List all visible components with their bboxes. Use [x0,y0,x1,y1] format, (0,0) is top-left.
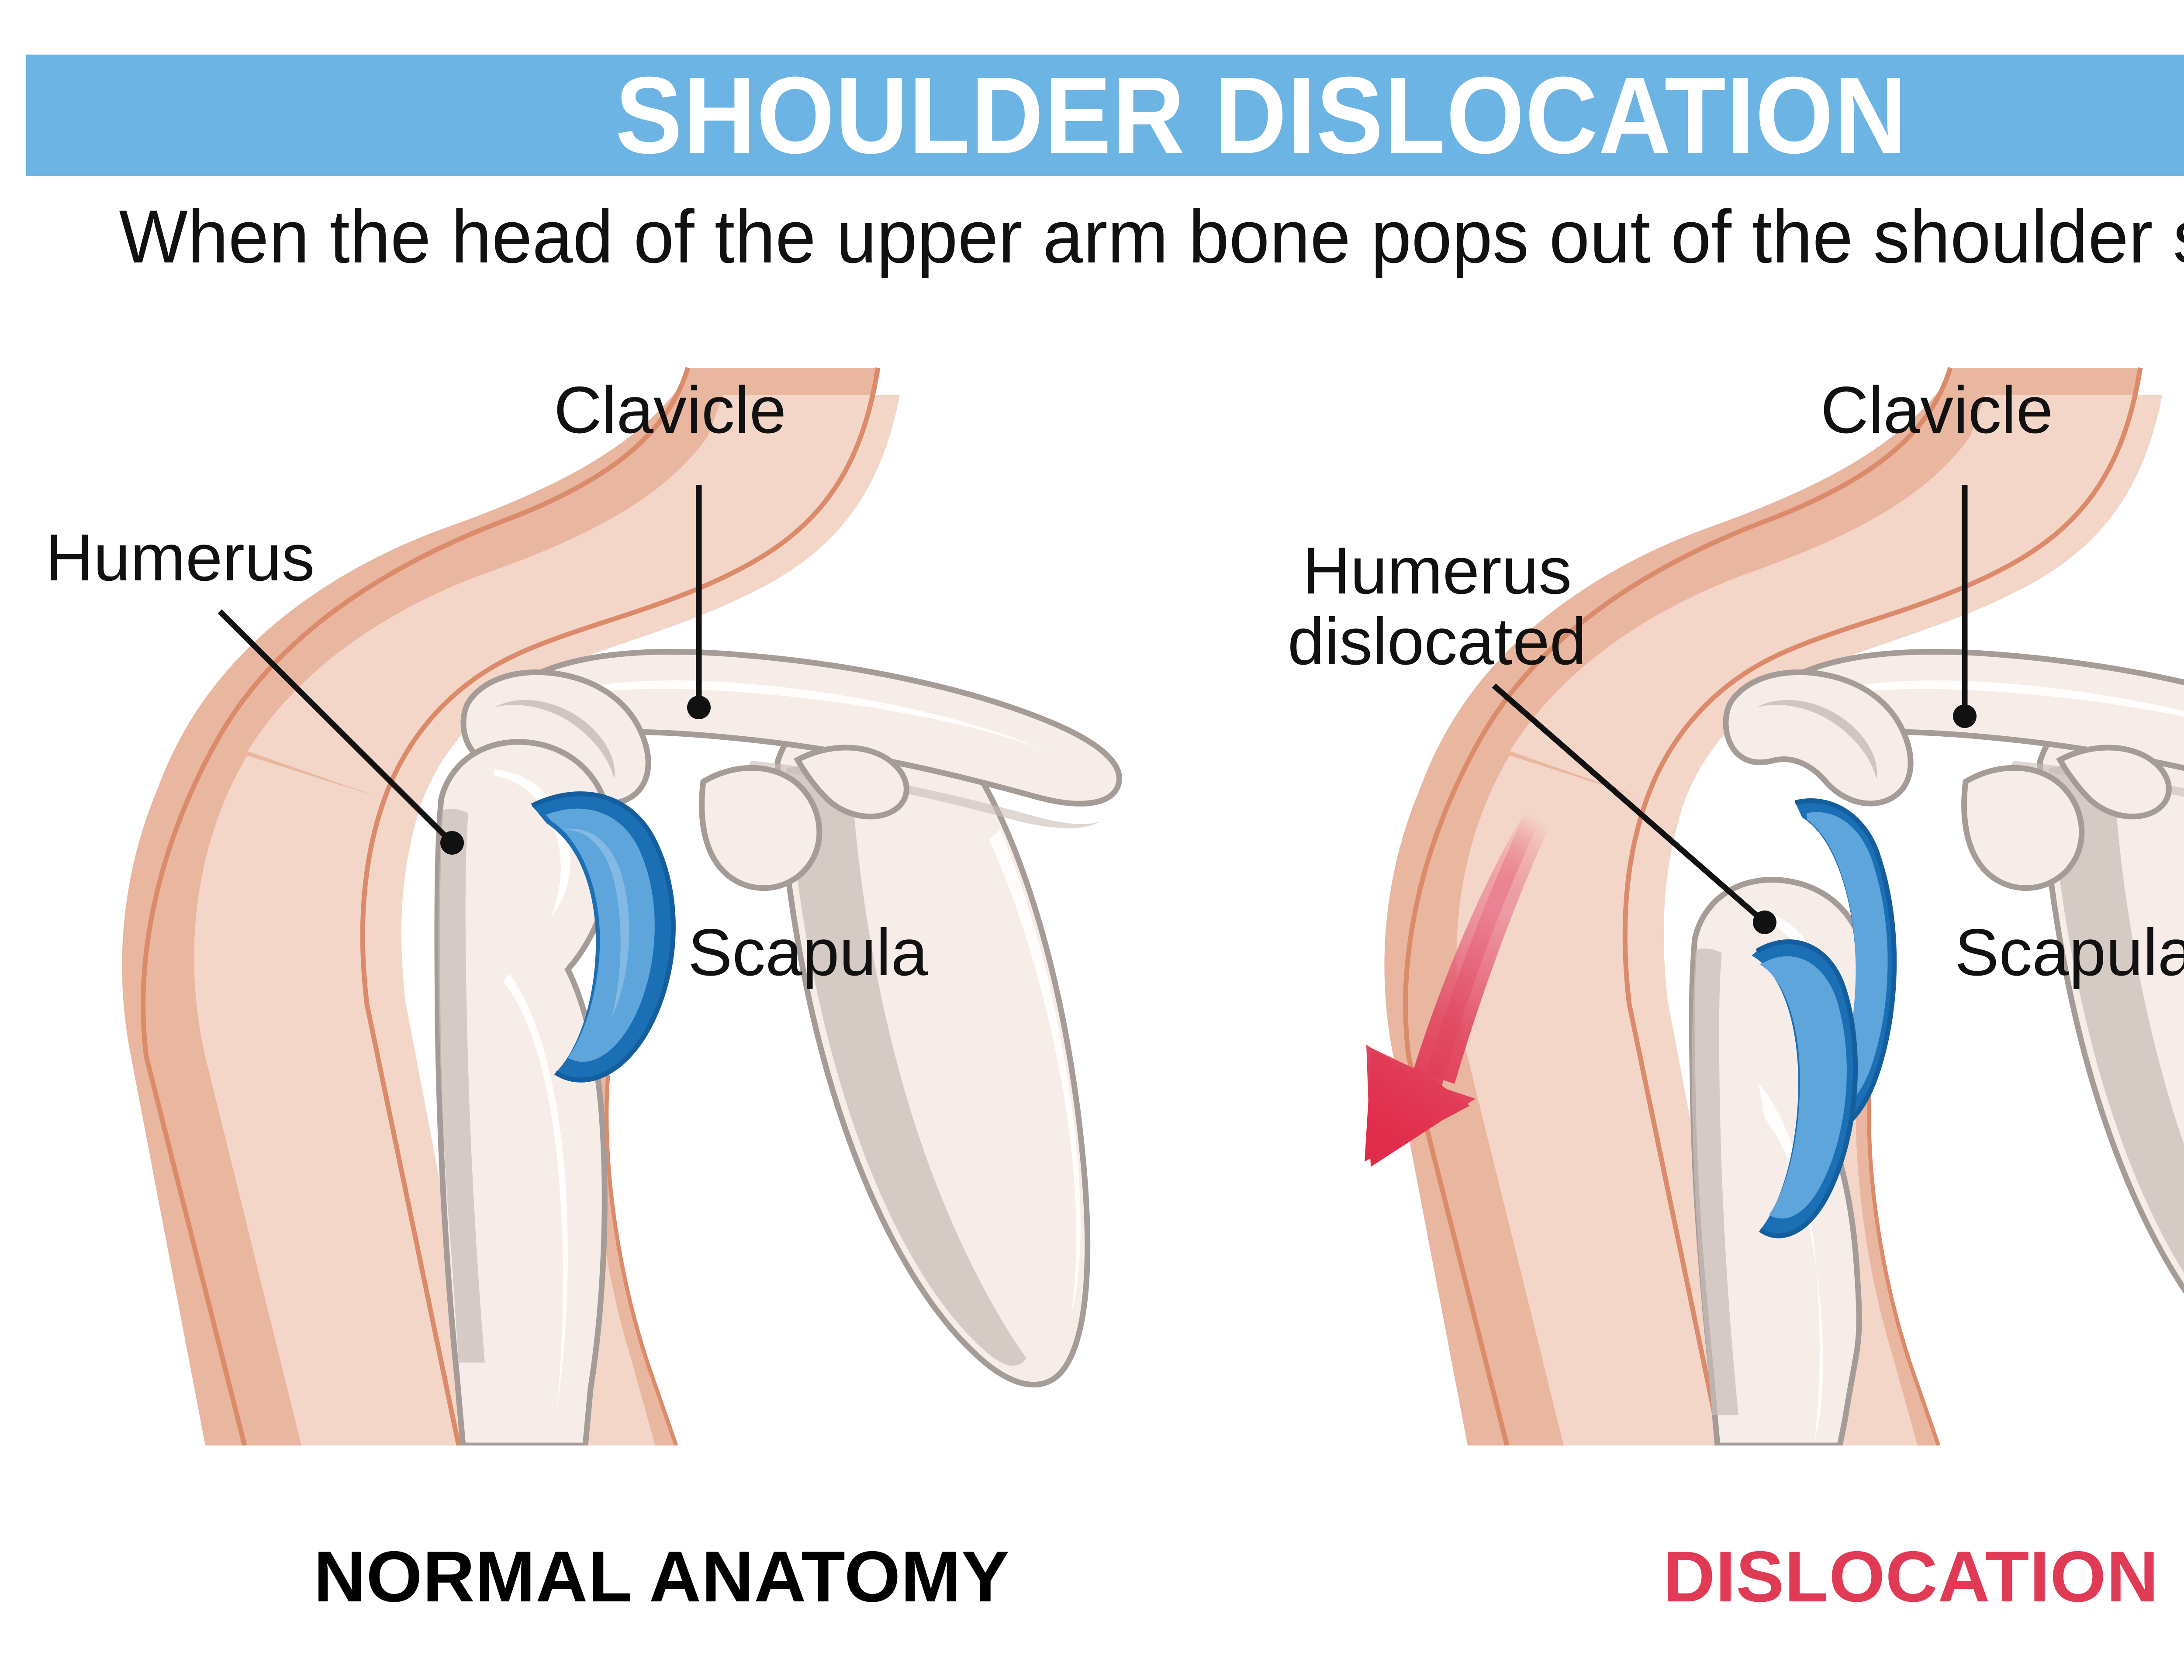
humerus-shaft-highlight-right [1759,1083,1823,1441]
skin-outer-right [1393,368,2184,1445]
humerus-shaft-highlight-left [503,974,568,1411]
label-humerus-dislocated-line2: dislocated [1287,604,1587,679]
humerus-shadow-left [438,809,485,1363]
arm-inner-right [1456,755,1752,1445]
humerus-leader-dot-left [440,831,464,855]
humerus-dislocated-leader-dot [1753,911,1776,934]
coracoid-left [699,765,822,891]
label-scapula-left: Scapula [688,915,928,990]
cartilage-outer-right-upper [1795,800,1894,1133]
cartilage-outline-left [531,791,676,1083]
clavicle-leader-dot-left [687,696,711,719]
cartilage-outer-left [532,793,674,1080]
humerus-left [434,739,615,1445]
cartilage-outline-right-lower [1755,939,1858,1238]
humerus-shadow-right [1692,949,1738,1415]
clavicle-left [487,649,1122,807]
scapula-shading-right [2049,765,2184,1273]
forearm-outer-right [1742,1066,1937,1445]
cartilage-inner-right-lower [1759,956,1847,1219]
clavicle-right [1749,649,2184,771]
scapula-highlight-left [989,830,1081,1314]
clavicle-shadow-right [2009,761,2184,797]
acromion-right [1723,669,1914,807]
panel-dislocation [1384,367,2184,1445]
acromion-shading-right [1757,700,1877,779]
humerus-dislocated-leader-line [1492,683,1767,925]
clavicle-highlight-right [1808,680,2184,717]
caption-normal-anatomy: NORMAL ANATOMY [314,1536,1010,1617]
acromion-shading-left [494,700,615,779]
humerus-dislocated-right [1689,877,1871,1445]
skin-outline-left-forearm-a [477,1065,518,1445]
arm-inner-left [194,755,490,1445]
label-clavicle-left: Clavicle [554,373,787,447]
humerus-highlight-right [1748,908,1825,1059]
scapula-body-left [774,697,1091,1388]
skin-outline-left-torso [360,367,881,1445]
cartilage-outer-right-lower [1752,942,1856,1236]
label-humerus-dislocated-line1: Humerus [1302,534,1572,608]
arm-outer-left [122,730,463,1445]
acromion-left [460,669,651,807]
subtitle-text: When the head of the upper arm bone pops… [119,195,2184,279]
cartilage-inner-right-upper [1807,812,1888,1111]
clavicle-shadow-left [747,761,1101,828]
glenoid-neck-left [793,745,909,820]
scapula-shading-left [786,765,1026,1366]
forearm-inner-left [498,1078,655,1445]
clavicle-highlight-left [546,680,1048,752]
skin-outline-right-forearm-b [1867,1075,1941,1445]
caption-dislocation: DISLOCATION [1663,1536,2159,1617]
label-scapula-right: Scapula [1955,915,2184,990]
skin-outline-right-torso [1622,367,2143,1445]
forearm-outer-left [480,1066,675,1445]
humerus-leader-line-left [218,609,454,845]
glenoid-neck-right [2056,745,2172,820]
skin-outline-right-forearm-a [1740,1065,1781,1445]
cartilage-outline-right-upper [1794,798,1897,1135]
humerus-highlight-left [494,769,571,916]
cartilage-inner-left [546,808,655,1062]
scapula-body-right [2037,697,2184,1294]
label-clavicle-right: Clavicle [1821,373,2053,447]
clavicle-leader-dot-right [1953,704,1977,728]
skin-inner-left [193,395,1175,1445]
arm-outer-right [1384,730,1725,1445]
page-title: SHOULDER DISLOCATION [615,54,1908,176]
skin-outline-right-arm [1403,367,1953,1445]
label-humerus-left: Humerus [45,521,315,595]
dislocation-arrow [1365,786,1558,1167]
skin-outline-left-forearm-b [605,1075,678,1445]
forearm-inner-right [1761,1078,1918,1445]
header-band: SHOULDER DISLOCATION [26,55,2184,176]
coracoid-right [1961,765,2085,891]
cartilage-sheen-left [564,829,629,1018]
